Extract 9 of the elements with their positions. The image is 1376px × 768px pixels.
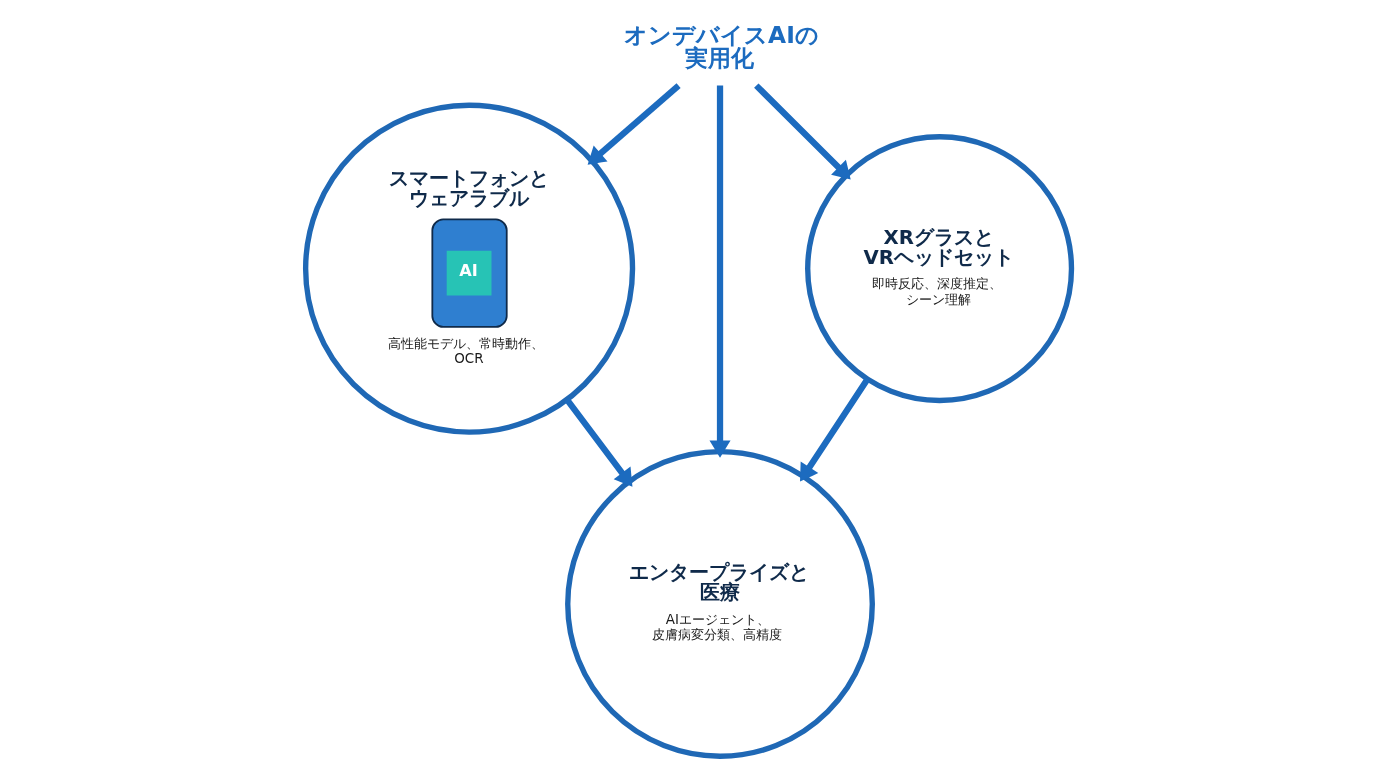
arrow [753, 83, 851, 180]
arrow [799, 377, 870, 482]
arrow [709, 85, 731, 458]
node-text: オンデバイスAIの実用化 [623, 21, 819, 72]
node-circle: スマートフォンとウェアラブル AI 高性能モデル、常時動作、OCR [302, 102, 635, 435]
arrow [564, 397, 632, 487]
arrow [587, 83, 681, 165]
node-circle: エンタープライズと医療 AIエージェント、皮膚病変分類、高精度 [564, 449, 875, 759]
node-circle: XRグラスとVRヘッドセット 即時反応、深度推定、シーン理解 [804, 134, 1074, 404]
